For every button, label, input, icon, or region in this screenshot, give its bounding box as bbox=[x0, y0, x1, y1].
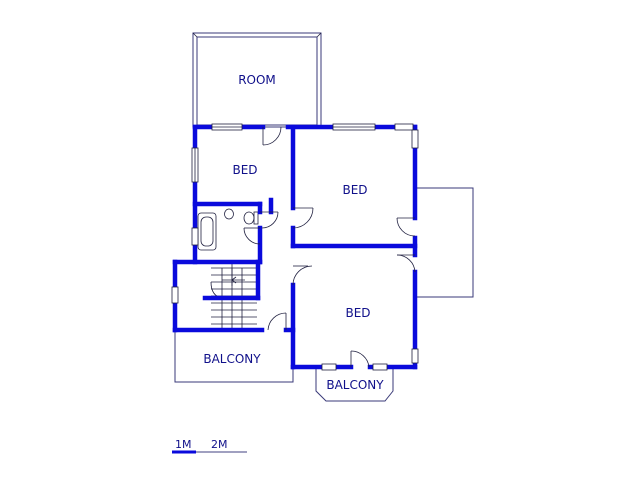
room-label: ROOM bbox=[238, 73, 276, 87]
bed-label-left: BED bbox=[232, 163, 257, 177]
balcony-label-right: BALCONY bbox=[326, 378, 384, 392]
bed-label-lower: BED bbox=[345, 306, 370, 320]
outline-lines bbox=[174, 32, 474, 402]
bed-label-middle: BED bbox=[342, 183, 367, 197]
bathroom-fixtures bbox=[197, 208, 259, 251]
balcony-label-left: BALCONY bbox=[203, 352, 261, 366]
doors bbox=[243, 126, 416, 368]
windows bbox=[171, 123, 419, 371]
scale-label-1m: 1M bbox=[175, 438, 192, 451]
scale-bar: 1M 2M bbox=[172, 438, 247, 454]
stairs bbox=[210, 262, 257, 330]
scale-label-2m: 2M bbox=[211, 438, 228, 451]
walls bbox=[172, 124, 418, 370]
